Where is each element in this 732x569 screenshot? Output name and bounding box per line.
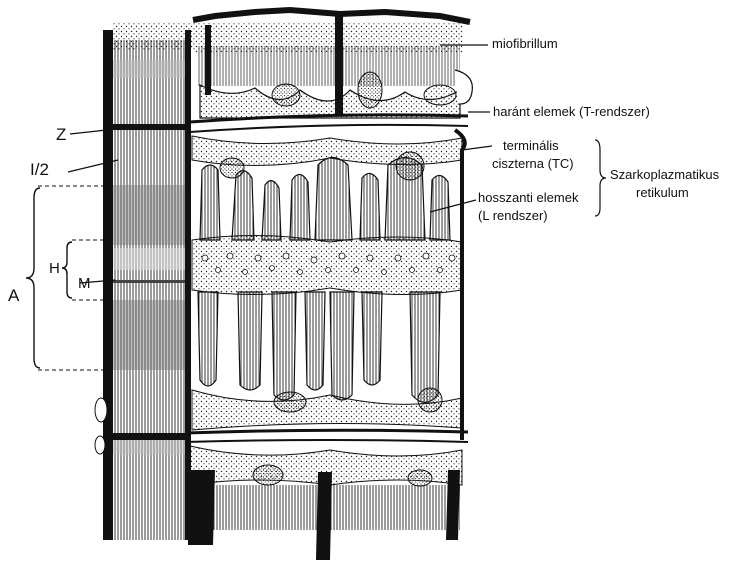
top-divider-0 — [205, 25, 211, 95]
label-i2: I/2 — [30, 160, 49, 179]
fenestrated-collar — [192, 235, 462, 294]
middle-sr — [192, 130, 465, 440]
striation-lines — [113, 40, 185, 540]
top-myofibril-row — [193, 10, 472, 118]
a-bracket-dashes — [38, 186, 110, 370]
top-cisterna-blob-3 — [424, 85, 456, 105]
bottom-dark-column-3 — [446, 470, 460, 540]
bottom-row — [188, 446, 462, 560]
label-a: A — [8, 286, 19, 305]
i-band-upper — [113, 60, 185, 78]
top-right-bulge — [455, 70, 472, 104]
t-tubule-lower — [185, 430, 468, 442]
brace-a — [26, 188, 40, 368]
label-terminalis-1: terminális — [503, 138, 559, 153]
label-h: H — [49, 260, 60, 277]
top-outline — [193, 10, 470, 22]
a-band-dark-1 — [113, 185, 185, 245]
edge-blob-1 — [95, 398, 107, 422]
t-tubule-line-upper-b — [190, 125, 468, 132]
label-z: Z — [56, 125, 66, 144]
bottom-blob-1 — [253, 465, 283, 485]
label-hosszanti-2: (L rendszer) — [478, 208, 548, 223]
top-stipple-cap — [113, 22, 193, 50]
left-fiber-outline — [103, 30, 113, 540]
i-band-lower — [113, 440, 185, 455]
top-cisterna-blob-2 — [358, 72, 382, 108]
label-szarko-2: retikulum — [636, 185, 689, 200]
tc-blob-4 — [418, 388, 442, 412]
z-line-lower — [113, 433, 185, 440]
bottom-blob-2 — [408, 470, 432, 486]
a-band-dark-2 — [113, 300, 185, 370]
t-tubule-line-lower-a — [185, 430, 468, 433]
top-cisterna-blob-1 — [272, 84, 300, 106]
brace-h — [62, 242, 72, 298]
t-tubule-line-lower-b — [185, 440, 468, 442]
leader-terminalis — [462, 146, 492, 150]
top-fibrils — [198, 46, 460, 86]
tc-blob-1 — [220, 158, 244, 178]
label-hosszanti-1: hosszanti elemek — [478, 190, 578, 205]
h-zone — [113, 248, 185, 270]
label-szarko-1: Szarkoplazmatikus — [610, 167, 719, 182]
top-sr-network — [200, 85, 460, 118]
label-miofibrillum: miofibrillum — [492, 36, 558, 51]
tc-blob-2 — [396, 152, 424, 180]
label-m: M — [78, 275, 91, 292]
m-line — [113, 280, 185, 283]
edge-blob-2 — [95, 436, 105, 454]
label-harant-elemek: haránt elemek (T-rendszer) — [493, 104, 650, 119]
bottom-dark-column-1 — [188, 470, 215, 545]
bottom-dark-column-2 — [316, 472, 332, 560]
tc-blob-3 — [274, 392, 306, 412]
z-line-upper — [113, 124, 185, 130]
brace-szarko — [595, 140, 606, 216]
label-terminalis-2: ciszterna (TC) — [492, 156, 574, 171]
side-braces — [26, 188, 72, 368]
